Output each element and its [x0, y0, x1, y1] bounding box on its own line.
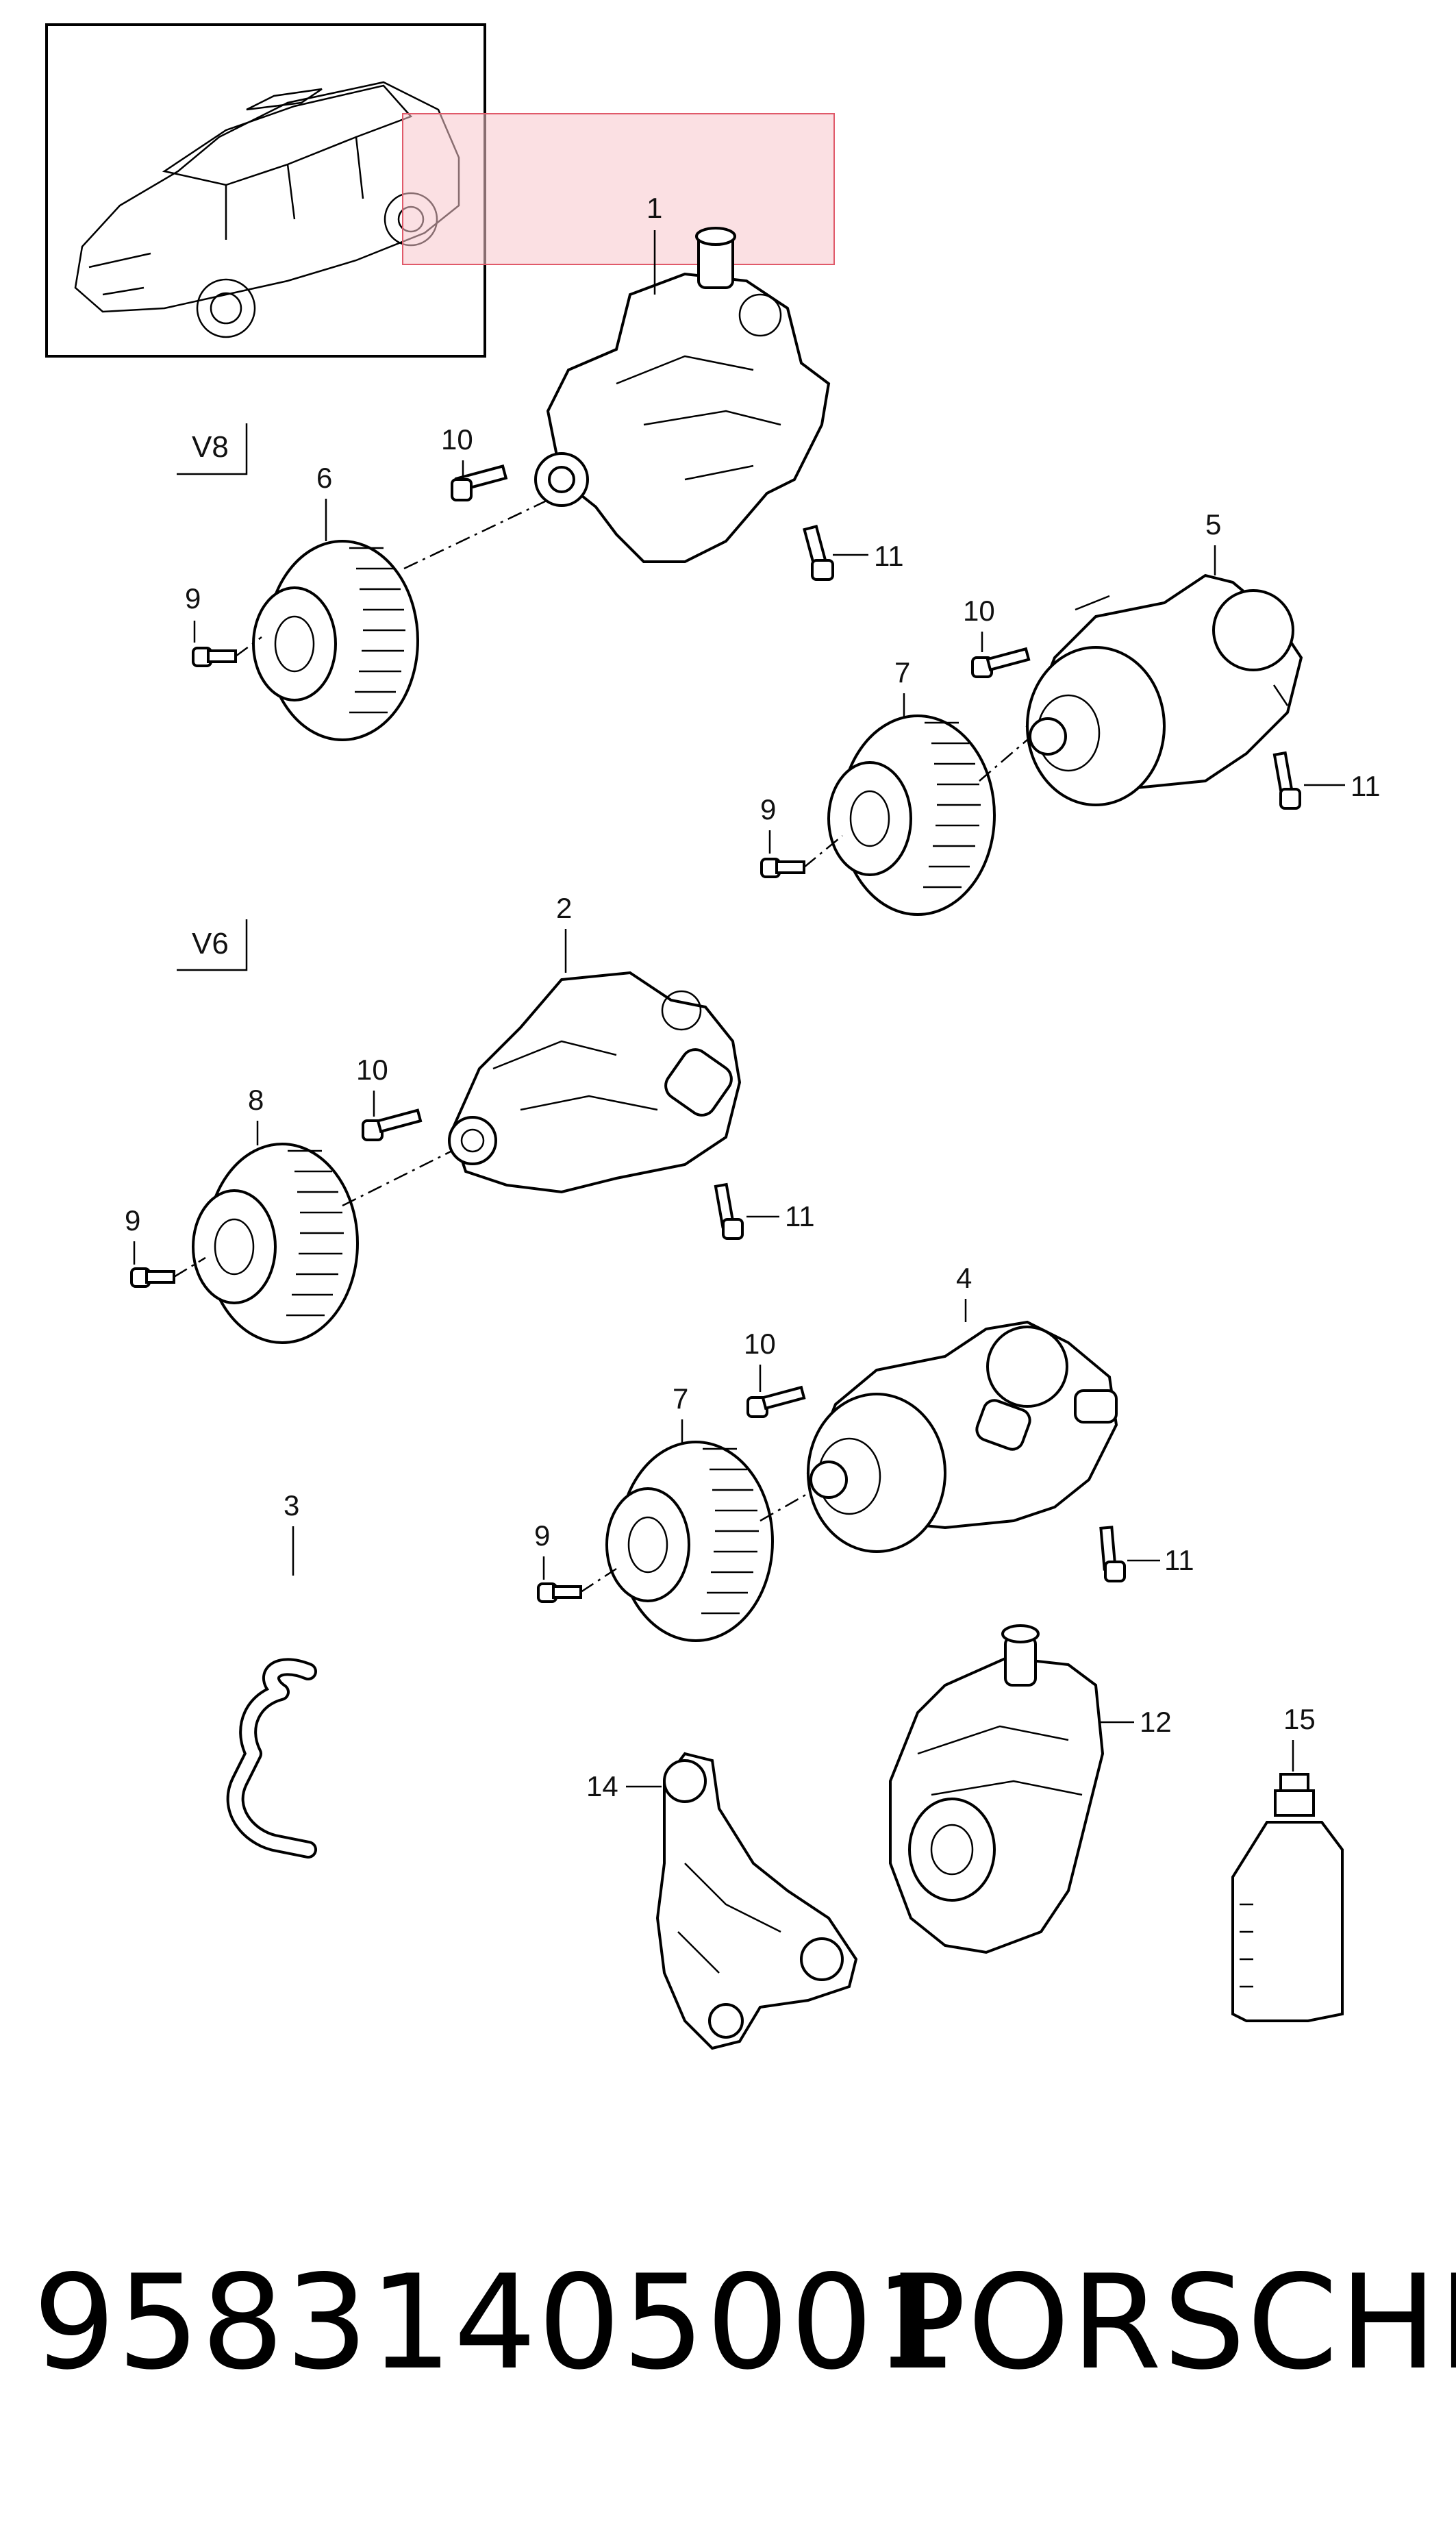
callout-10a: 10 [441, 423, 473, 456]
svg-text:V8: V8 [192, 430, 229, 464]
bolt-9c-icon [130, 1267, 175, 1288]
pulley-7a-icon [827, 714, 996, 916]
hose-3-icon [226, 1658, 317, 1859]
oil-bottle-15-icon [1231, 1773, 1344, 2022]
callout-11a: 11 [874, 540, 904, 572]
power-steering-pump-5-icon [1025, 573, 1303, 806]
callout-9a: 9 [185, 582, 201, 614]
highlight-region [402, 113, 835, 265]
callout-4: 4 [956, 1262, 972, 1294]
callout-15: 15 [1283, 1703, 1316, 1735]
bolt-10a-icon [451, 464, 508, 501]
callout-9d: 9 [534, 1519, 550, 1552]
bolt-10d-icon [746, 1385, 806, 1418]
bolt-9a-icon [192, 647, 237, 667]
part-number: 95831405001 [33, 2247, 959, 2398]
pulley-7b-icon [605, 1441, 774, 1642]
bolt-9b-icon [760, 858, 805, 878]
bracket-14-icon [655, 1752, 858, 2050]
callout-7b: 7 [673, 1382, 688, 1415]
callout-9c: 9 [125, 1204, 140, 1236]
callout-2: 2 [556, 892, 572, 924]
bolt-11a-icon [803, 524, 834, 581]
callout-1: 1 [647, 192, 662, 224]
callout-12: 12 [1140, 1706, 1172, 1738]
footer: 95831405001 PORSCHE [0, 2220, 1456, 2411]
callout-10d: 10 [744, 1328, 776, 1360]
callout-7a: 7 [894, 656, 910, 688]
callout-10b: 10 [963, 595, 995, 627]
engine-label-v8: V8 [177, 423, 248, 475]
callout-11d: 11 [1164, 1544, 1194, 1576]
callout-9b: 9 [760, 793, 776, 825]
brand-name: PORSCHE [888, 2247, 1456, 2398]
bolt-11d-icon [1099, 1526, 1126, 1582]
callout-10c: 10 [356, 1054, 388, 1086]
engine-label-v6: V6 [177, 919, 248, 971]
callout-8: 8 [248, 1084, 264, 1116]
bolt-11c-icon [714, 1182, 744, 1240]
bolt-10b-icon [971, 647, 1031, 678]
svg-text:V6: V6 [192, 927, 229, 960]
callout-6: 6 [316, 462, 332, 494]
bolt-10c-icon [362, 1108, 423, 1141]
bolt-11b-icon [1272, 751, 1301, 810]
callout-3: 3 [284, 1489, 299, 1521]
power-steering-pump-4-icon [806, 1320, 1118, 1553]
bolt-9d-icon [537, 1582, 582, 1603]
pulley-8-icon [192, 1143, 359, 1344]
power-steering-pump-2-icon [448, 971, 742, 1194]
pulley-6-icon [252, 540, 419, 741]
callout-5: 5 [1205, 508, 1221, 540]
callout-11c: 11 [785, 1200, 815, 1232]
callout-14: 14 [586, 1770, 618, 1802]
callout-11b: 11 [1351, 770, 1381, 802]
power-steering-pump-12-icon [889, 1624, 1105, 1954]
power-steering-pump-1-icon [534, 227, 831, 563]
